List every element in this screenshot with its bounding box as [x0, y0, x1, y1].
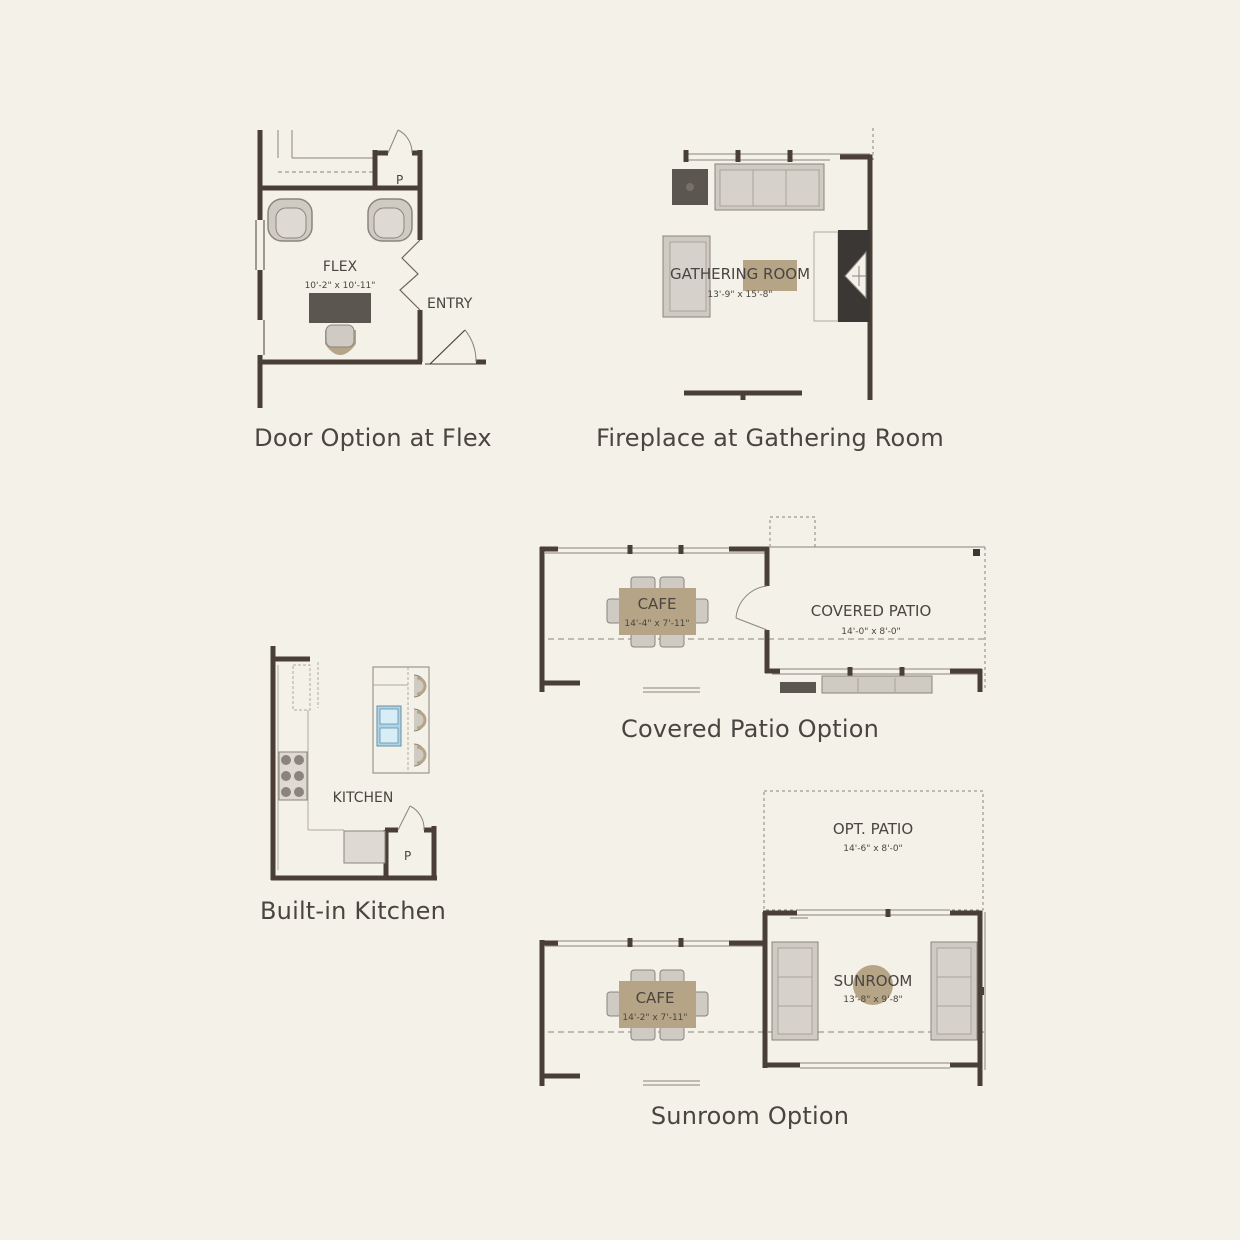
- caption-built-in-kitchen: Built-in Kitchen: [260, 897, 446, 925]
- armchair-icon: [367, 198, 413, 242]
- dining-table-icon: [606, 576, 709, 648]
- flex-room-dimensions: 10'-2" x 10'-11": [305, 281, 376, 291]
- kitchen-label: KITCHEN: [333, 790, 394, 806]
- sink-icon: [376, 705, 402, 747]
- flex-bifold-door: [399, 239, 421, 311]
- gathering-room-dimensions: 13'-9" x 15'-8": [707, 290, 772, 300]
- kitchen-counter: [277, 662, 344, 870]
- cafe-room-dimensions: 14'-4" x 7'-11": [624, 619, 689, 629]
- opt-patio-dimensions: 14'-6" x 8'-0": [843, 844, 902, 854]
- covered-patio-walls: [539, 545, 983, 692]
- bar-stool-icon: [413, 743, 427, 767]
- cafe-room-dimensions: 14'-2" x 7'-11": [622, 1013, 687, 1023]
- flex-walls: [257, 130, 423, 408]
- plan-door-option-flex: P FLEX 10'-2" x 10'-11" ENTRY: [255, 129, 486, 408]
- kitchen-walls: [270, 646, 437, 881]
- opt-patio-label: OPT. PATIO: [833, 820, 913, 838]
- bar-stool-icon: [413, 674, 427, 698]
- caption-fireplace-gathering-room: Fireplace at Gathering Room: [596, 424, 944, 452]
- cafe-room-label: CAFE: [636, 989, 675, 1007]
- plan-covered-patio-option: CAFE 14'-4" x 7'-11" COVERED PATIO 14'-0…: [539, 516, 986, 694]
- hearth-icon: [813, 231, 839, 322]
- sunroom-label: SUNROOM: [834, 972, 913, 990]
- fireplace-icon: [838, 230, 870, 322]
- desk-chair-icon: [325, 324, 356, 355]
- caption-door-option-flex: Door Option at Flex: [254, 424, 492, 452]
- cooktop-icon: [278, 751, 308, 801]
- sofa-icon: [771, 941, 819, 1041]
- sofa-icon: [714, 163, 825, 211]
- patio-door: [735, 585, 768, 631]
- kitchen-island: [372, 666, 430, 774]
- kitchen-pantry-door: [397, 805, 425, 831]
- entry-label: ENTRY: [427, 296, 473, 312]
- covered-patio-label: COVERED PATIO: [811, 602, 932, 620]
- sunroom-walls: [539, 909, 983, 1086]
- grill-icon: [780, 682, 816, 693]
- refrigerator-icon: [343, 830, 386, 864]
- caption-covered-patio-option: Covered Patio Option: [621, 715, 879, 743]
- plan-sunroom-option: OPT. PATIO 14'-6" x 8'-0" CAFE 14'-2" x …: [539, 790, 986, 1086]
- outdoor-sofa-icon: [821, 675, 933, 694]
- dining-table-icon: [606, 969, 709, 1041]
- sunroom-dimensions: 13'-8" x 9'-8": [843, 995, 902, 1005]
- kitchen-pantry-label: P: [404, 849, 411, 863]
- armchair-icon: [267, 198, 313, 242]
- pantry-label: P: [396, 173, 403, 187]
- flex-room-label: FLEX: [323, 259, 358, 275]
- caption-sunroom-option: Sunroom Option: [650, 1102, 850, 1130]
- gathering-room-label: GATHERING ROOM: [670, 265, 810, 283]
- desk-icon: [309, 293, 371, 323]
- plan-fireplace-gathering-room: GATHERING ROOM 13'-9" x 15'-8": [662, 128, 874, 400]
- covered-patio-dimensions: 14'-0" x 8'-0": [841, 627, 900, 637]
- bar-stool-icon: [413, 708, 427, 732]
- cafe-room-label: CAFE: [638, 595, 677, 613]
- round-table-icon: [853, 965, 893, 1005]
- entry-door: [425, 329, 486, 365]
- loveseat-icon: [662, 235, 711, 318]
- plan-built-in-kitchen: P KITCHEN: [270, 646, 437, 881]
- sofa-icon: [930, 941, 978, 1041]
- coffee-table-icon: [743, 260, 797, 291]
- pantry-door: [387, 129, 413, 154]
